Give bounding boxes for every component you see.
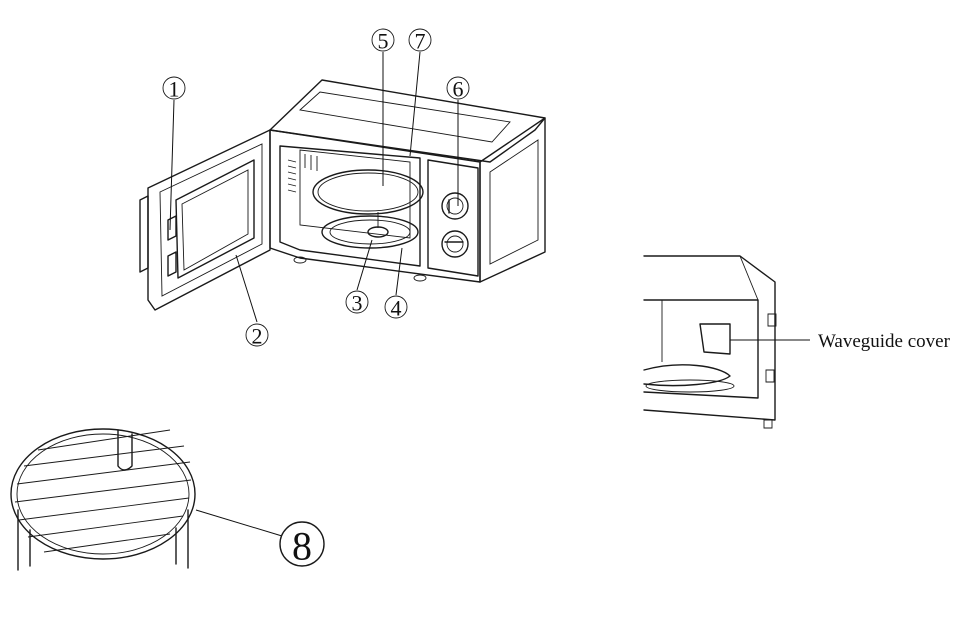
glass-tray <box>312 169 424 215</box>
detail-hinge-lower <box>765 369 775 383</box>
callout-number-7: 7 <box>415 29 426 54</box>
oven-foot-right <box>413 274 427 282</box>
callout-7: 7 <box>408 29 432 54</box>
detail-foot <box>763 419 773 429</box>
rack-wires <box>14 429 192 553</box>
door-window-screen <box>181 169 249 271</box>
grill-rack <box>10 428 283 571</box>
oven-top-surface <box>269 79 546 163</box>
door-outer <box>147 129 271 311</box>
callout-number-4: 4 <box>391 296 402 321</box>
cavity-vent-slots <box>287 154 318 193</box>
door-window <box>175 159 255 279</box>
door-latch-upper <box>167 215 177 241</box>
door-frame-inner <box>159 143 263 297</box>
oven-door <box>139 129 271 311</box>
detail-top-edge <box>739 255 759 301</box>
top-recess <box>299 91 511 143</box>
waveguide-cover <box>699 323 731 355</box>
side-vent-panel <box>489 139 539 265</box>
waveguide-cover-label: Waveguide cover <box>818 331 951 352</box>
detail-roller <box>645 379 735 393</box>
callout-5: 5 <box>371 29 395 54</box>
callout-4: 4 <box>384 296 408 321</box>
callout-2: 2 <box>245 324 269 349</box>
callout-leaders <box>169 51 459 323</box>
callout-6: 6 <box>446 77 470 102</box>
timer-knob-inner <box>446 197 464 215</box>
detail-cavity <box>643 299 759 399</box>
callout-8: 8 <box>279 521 325 569</box>
door-handle-edge <box>139 195 149 273</box>
timer-knob <box>441 192 469 220</box>
callout-3: 3 <box>345 291 369 316</box>
callout-8-leader <box>195 509 283 537</box>
roller-ring <box>321 215 419 249</box>
rack-leg-right <box>175 509 189 569</box>
cavity-back-wall <box>299 149 411 239</box>
control-panel <box>427 159 479 277</box>
oven-cavity <box>279 145 421 267</box>
detail-glass-tray <box>643 364 731 387</box>
rack-leg-left <box>17 509 31 571</box>
glass-tray-rim <box>317 172 419 212</box>
turntable-shaft <box>367 226 389 238</box>
rack-handle <box>117 429 133 471</box>
detail-hinge-upper <box>767 313 777 327</box>
callout-number-2: 2 <box>252 324 263 349</box>
oven-foot-left <box>293 256 307 264</box>
power-knob-inner <box>446 235 464 253</box>
rack-rim-inner <box>16 433 190 555</box>
roller-ring-inner <box>329 219 411 245</box>
callout-number-3: 3 <box>352 291 363 316</box>
oven-right-side <box>479 117 546 283</box>
callout-1: 1 <box>162 77 186 102</box>
power-knob <box>441 230 469 258</box>
callout-number-6: 6 <box>453 77 464 102</box>
rack-rim <box>10 428 196 560</box>
callout-number-8: 8 <box>292 524 312 569</box>
door-latch-lower <box>167 251 177 277</box>
callout-number-1: 1 <box>169 77 180 102</box>
microwave-oven <box>269 79 546 283</box>
waveguide-detail: Waveguide cover <box>643 255 951 429</box>
detail-housing-outline <box>643 255 776 421</box>
callout-number-5: 5 <box>378 29 389 54</box>
